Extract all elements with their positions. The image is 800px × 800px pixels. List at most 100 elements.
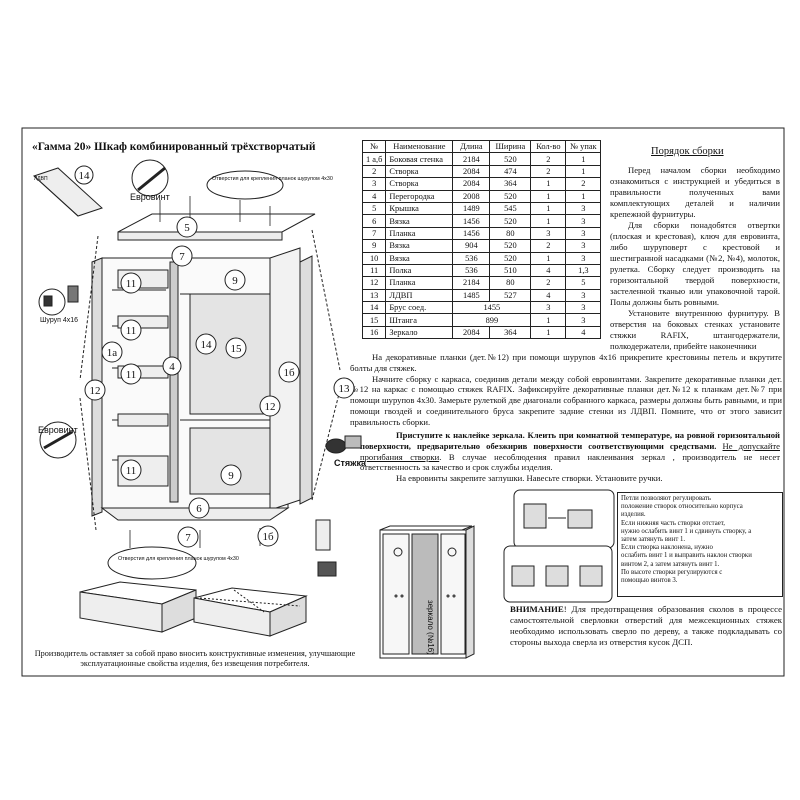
callouts — [74, 165, 355, 548]
mirror-paragraph: Приступите к наклейке зеркала. Клеить пр… — [360, 430, 780, 473]
eurovint-label: Евровинт — [130, 192, 170, 202]
table-cell: 1456 — [452, 226, 491, 241]
table-cell: 520 — [489, 152, 532, 166]
hinge-note-line: По высоте створки регулируются с — [621, 568, 723, 576]
table-cell: Крышка — [385, 201, 454, 216]
table-cell: 510 — [489, 263, 532, 278]
screw-hole-note-top — [206, 170, 284, 200]
table-cell: 3 — [361, 177, 387, 191]
col-length: Длина — [452, 139, 491, 154]
eurovint-detail-top — [131, 159, 169, 197]
table-cell: 1,3 — [565, 263, 602, 278]
screw-note-label: Отверстия для крепления планок шурупом 4… — [212, 176, 333, 182]
warning-text: ВНИМАНИЕ! Для предотвращения образования… — [510, 604, 782, 648]
table-cell: 3 — [565, 239, 602, 253]
table-cell: Створка — [385, 177, 454, 191]
table-cell: 1489 — [452, 201, 491, 216]
table-cell: 536 — [452, 251, 491, 265]
col-pack: № упак — [565, 139, 602, 154]
table-cell: 10 — [361, 251, 387, 265]
table-cell: 904 — [452, 239, 491, 253]
col-name: Наименование — [385, 139, 454, 154]
table-cell: 536 — [452, 263, 491, 278]
table-cell: 3 — [565, 313, 602, 327]
mirror-p1-start: Приступите к наклейке зеркала. Клеить пр… — [360, 430, 780, 451]
callout-7b: 7 — [185, 532, 191, 544]
table-cell: Вязка — [385, 239, 454, 253]
table-cell: 3 — [565, 288, 602, 303]
ldvp-label: ЛДВП — [34, 176, 48, 182]
table-cell: 5 — [361, 201, 387, 216]
table-cell: 4 — [361, 189, 387, 203]
table-cell: 1 — [530, 201, 567, 216]
mirror-paragraph-2: На евровинты закрепите заглушки. Навесьт… — [396, 473, 663, 484]
table-cell: 3 — [530, 301, 567, 315]
table-cell: 520 — [489, 251, 532, 265]
screw-note-label-2: Отверстия для крепления планок шурупом 4… — [118, 556, 239, 562]
table-cell: 4 — [530, 263, 567, 278]
door-front-drawing — [379, 525, 475, 659]
callout-12: 12 — [90, 385, 101, 397]
table-cell: 527 — [489, 288, 532, 303]
footer-note: Производитель оставляет за собой право в… — [34, 649, 356, 668]
wardrobe-carcass — [79, 213, 341, 531]
table-cell: 2084 — [452, 325, 491, 340]
table-cell: 1456 — [452, 214, 491, 228]
table-cell: 3 — [565, 251, 602, 265]
table-cell: 6 — [361, 214, 387, 228]
table-cell: 364 — [489, 177, 532, 191]
hinge-note-line: положение створок относительно корпуса — [621, 503, 743, 511]
col-number: № — [361, 139, 387, 154]
table-cell: Планка — [385, 226, 454, 241]
table-cell: 2184 — [452, 276, 491, 290]
table-cell: 80 — [489, 226, 532, 241]
diagonal-check — [79, 581, 308, 637]
table-cell: 13 — [361, 288, 387, 303]
table-cell: 3 — [565, 226, 602, 241]
callout-16: 1б — [283, 367, 295, 379]
callout-12b: 12 — [265, 401, 276, 413]
table-cell: 2184 — [452, 152, 491, 166]
table-cell: 1485 — [452, 288, 491, 303]
hinge-note-line: нужно ослабить винт 1 и сдвинуть створку… — [621, 527, 752, 535]
intro-text: Перед началом сборки необходимо ознакоми… — [610, 165, 780, 352]
table-cell: 545 — [489, 201, 532, 216]
table-cell: 2084 — [452, 164, 491, 179]
table-cell: 1 — [530, 189, 567, 203]
table-cell: 80 — [489, 276, 532, 290]
table-cell: 3 — [565, 214, 602, 228]
table-cell: Вязка — [385, 214, 454, 228]
callout-4: 4 — [169, 361, 175, 373]
table-cell: 520 — [489, 214, 532, 228]
table-cell: 16 — [361, 325, 387, 340]
table-cell: 1 — [565, 152, 602, 166]
intro-paragraph: Для сборки понадобятся отвертки (плоская… — [610, 220, 780, 307]
table-cell: ЛДВП — [385, 288, 454, 303]
callout-15: 15 — [231, 343, 243, 355]
callout-6: 6 — [196, 503, 202, 515]
table-cell: 1455 — [452, 301, 532, 315]
warning-bold: ВНИМАНИЕ — [510, 604, 564, 614]
callout-11d: 11 — [126, 369, 137, 381]
hinge-note-line: изделия. — [621, 511, 646, 519]
table-cell: 3 — [565, 301, 602, 315]
callout-13: 13 — [339, 383, 351, 395]
table-cell: Зеркало — [385, 325, 454, 340]
hinge-note-line: затем затянуть винт 1. — [621, 536, 686, 544]
callout-5: 5 — [184, 222, 190, 234]
table-cell: 2 — [530, 152, 567, 166]
hinge-note-line: помощью винтов 3. — [621, 577, 678, 585]
callout-14: 14 — [79, 170, 91, 182]
table-cell: 3 — [565, 201, 602, 216]
callout-11: 11 — [126, 278, 137, 290]
intro-paragraph: Перед началом сборки необходимо ознакоми… — [610, 165, 780, 219]
table-cell: Створка — [385, 164, 454, 179]
